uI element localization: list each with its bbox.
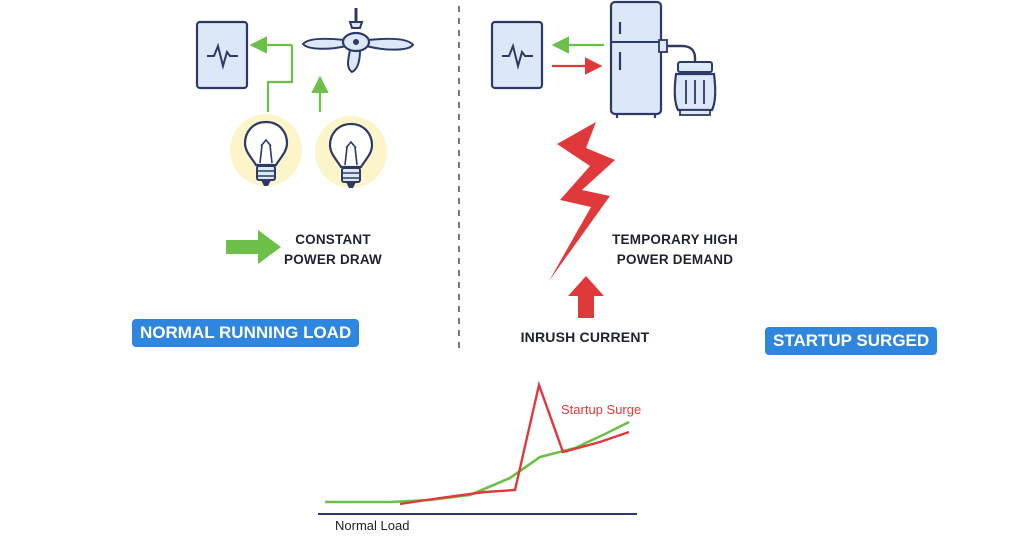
temporary-high-demand-caption: TEMPORARY HIGH POWER DEMAND [600, 230, 750, 270]
caption-line-2: POWER DRAW [284, 252, 382, 267]
light-bulb-icon [230, 114, 302, 186]
meter-icon [195, 20, 249, 90]
refrigerator-icon [609, 0, 663, 118]
inrush-current-label: INRUSH CURRENT [520, 329, 650, 345]
light-bulb-icon [315, 116, 387, 188]
inrush-up-arrow-icon [568, 276, 604, 318]
startup-surged-badge: STARTUP SURGED [765, 327, 938, 355]
refrigerant-pipe [661, 44, 697, 62]
load-graph [318, 380, 637, 515]
normal-running-load-badge: NORMAL RUNNING LOAD [132, 319, 360, 347]
demand-line-2: POWER DEMAND [616, 252, 734, 267]
startup-surge-line [399, 380, 630, 506]
constant-power-caption: CONSTANT POWER DRAW [278, 230, 388, 270]
constant-power-arrow-icon [226, 230, 281, 264]
lightning-bolt-icon [549, 122, 615, 281]
ceiling-fan-icon [301, 8, 415, 74]
meter-icon [490, 20, 544, 90]
caption-line-1: CONSTANT [295, 232, 371, 247]
compressor-icon [673, 61, 717, 116]
surge-curve-label: Startup Surge [561, 402, 642, 417]
normal-load-label: Normal Load [335, 518, 410, 533]
normal-load-line [325, 420, 630, 504]
demand-line-1: TEMPORARY HIGH [612, 232, 738, 247]
bulb-wire-left [266, 45, 294, 112]
